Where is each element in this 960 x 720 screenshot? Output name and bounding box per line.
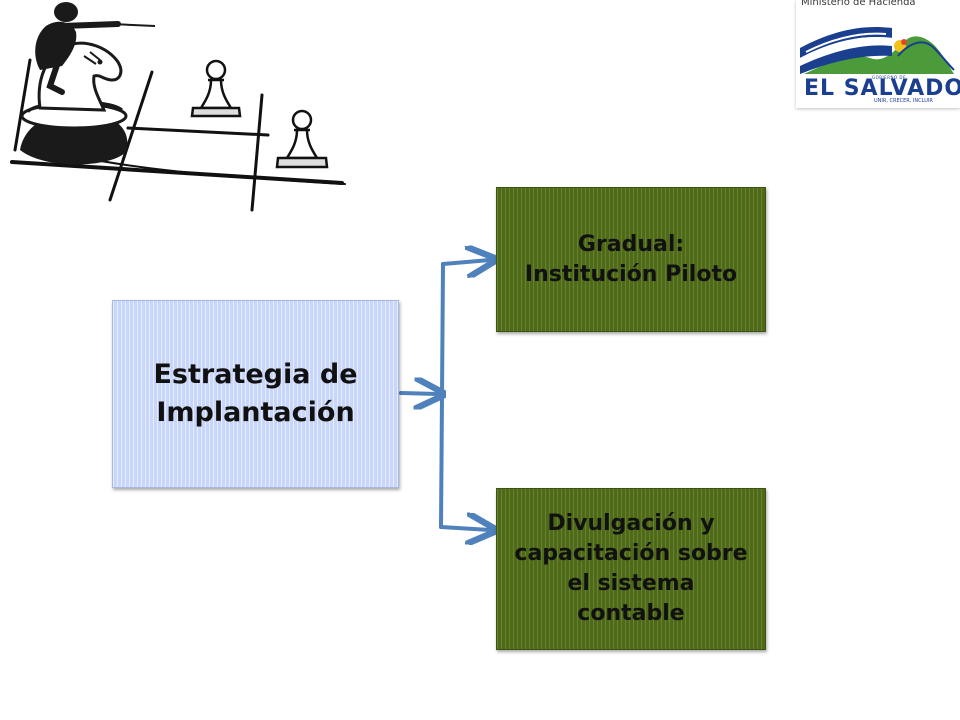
child-node-line: Institución Piloto (524, 261, 738, 287)
child-node-gradual: Gradual: Institución Piloto (496, 187, 766, 332)
chess-pawn-icon (190, 59, 242, 118)
child-node-line: contable (577, 601, 685, 626)
logo-country-text: EL SALVADOR (804, 76, 960, 101)
root-node: Estrategia de Implantación (112, 300, 399, 488)
el-salvador-flag-icon (800, 26, 955, 74)
child-node-line: el sistema (567, 571, 695, 596)
connector-root (399, 393, 438, 394)
root-node-text: Estrategia de Implantación (153, 356, 357, 432)
child-node-text: Gradual: Institución Piloto (525, 230, 737, 290)
connector-trunk (439, 262, 445, 529)
child-node-line: Divulgación y (547, 511, 715, 536)
connector-top (441, 260, 490, 264)
root-node-line: Estrategia de (153, 359, 358, 390)
connector-bottom (439, 527, 490, 530)
child-node-line: capacitación sobre (514, 541, 748, 566)
chess-pawn-icon (275, 109, 329, 169)
logo-gobierno-text: GOBIERNO DE (872, 75, 906, 80)
child-node-divulgacion: Divulgación y capacitación sobre el sist… (496, 488, 766, 650)
child-node-line: Gradual: (577, 231, 685, 257)
chess-knight-rider-icon (20, 2, 156, 165)
logo-ministry-text: Ministerio de Hacienda (801, 0, 916, 8)
child-node-text: Divulgación y capacitación sobre el sist… (514, 509, 747, 629)
root-node-line: Implantación (156, 397, 355, 428)
chess-illustration (10, 2, 346, 212)
logo-motto-text: UNIR, CRECER, INCLUIR (874, 98, 933, 104)
el-salvador-logo: Ministerio de Hacienda GOBIERNO DE EL SA… (796, 0, 960, 108)
